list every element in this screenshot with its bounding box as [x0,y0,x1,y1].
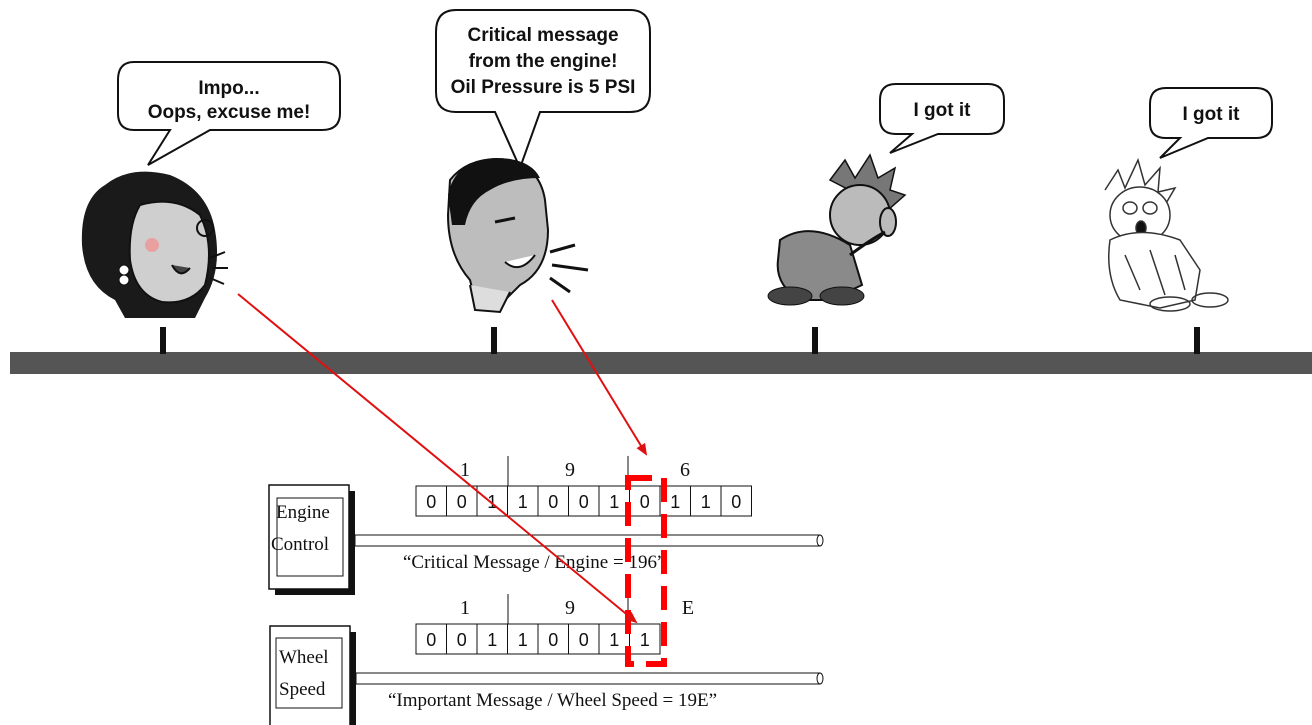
wheel-nibble-2: 9 [565,597,575,619]
listener1-illustration [767,153,907,306]
wheel-bit-cell [598,623,630,655]
wheel-bit-value: 0 [457,630,467,650]
wheel-bit-cell [446,623,478,655]
engine-bit-value: 1 [701,492,711,512]
speech-bubble-man: Critical message from the engine! Oil Pr… [435,9,651,171]
engine-bit-value: 0 [426,492,436,512]
engine-bit-cell [720,485,752,517]
wheel-nibble-3: E [682,597,694,619]
listener2-illustration [1104,157,1229,312]
engine-wire [354,534,824,547]
can-bus [10,352,1312,374]
wheel-bit-value: 1 [640,630,650,650]
engine-bit-value: 1 [609,492,619,512]
wheel-speed-node: Wheel Speed [269,625,356,725]
engine-bit-cell [568,485,600,517]
engine-bit-value: 0 [640,492,650,512]
bubble-listener2-text: I got it [1183,104,1241,125]
wheel-bit-value: 1 [487,630,497,650]
engine-bit-value: 1 [487,492,497,512]
wheel-box-label-2: Speed [279,679,326,700]
engine-bit-value: 0 [579,492,589,512]
engine-bit-cell [446,485,478,517]
wheel-bit-cell [507,623,539,655]
wheel-bit-value: 0 [579,630,589,650]
engine-nibble-1: 1 [460,459,470,481]
wheel-bit-cell [476,623,508,655]
wheel-bit-value: 0 [548,630,558,650]
bus-tap-woman [160,327,166,354]
wheel-box-label-1: Wheel [279,647,329,668]
bus-tap-listener2 [1194,327,1200,354]
engine-bit-cell [598,485,630,517]
engine-nibble-2: 9 [565,459,575,481]
engine-bit-cell [537,485,569,517]
engine-bit-cell [690,485,722,517]
engine-box-label-1: Engine [276,502,330,523]
engine-nibble-3: 6 [680,459,690,481]
wheel-message: “Important Message / Wheel Speed = 19E” [388,690,717,711]
engine-message: “Critical Message / Engine = 196” [403,552,665,573]
engine-box-label-2: Control [271,534,329,555]
speech-bubble-listener1: I got it [879,83,1005,154]
bubble-man-line1: Critical message [467,25,618,46]
engine-bit-value: 0 [731,492,741,512]
wheel-bit-cell [629,623,661,655]
bubble-man-line3: Oil Pressure is 5 PSI [451,77,636,98]
engine-bit-value: 0 [548,492,558,512]
speech-bubble-woman: Impo... Oops, excuse me! [117,61,341,166]
engine-bit-value: 0 [457,492,467,512]
wheel-bit-cell [415,623,447,655]
engine-control-node: Engine Control [268,484,355,595]
engine-bit-value: 1 [518,492,528,512]
arbitration-bit-highlight [625,475,667,667]
arrow-man-to-engine-bit [551,299,648,456]
arrow-woman-to-wheel-bit [237,293,638,624]
bubble-man-line2: from the engine! [469,51,618,72]
engine-bit-value: 1 [670,492,680,512]
wheel-wire [355,672,824,685]
bubble-listener1-text: I got it [914,100,972,121]
engine-bit-cell [415,485,447,517]
woman-speaker-illustration [81,171,228,318]
wheel-nibble-1: 1 [460,597,470,619]
speech-bubble-listener2: I got it [1149,87,1273,159]
wheel-bit-value: 1 [518,630,528,650]
wheel-bit-value: 0 [426,630,436,650]
man-speaker-illustration [446,158,589,314]
bus-tap-man [491,327,497,354]
bus-tap-listener1 [812,327,818,354]
bubble-woman-line2: Oops, excuse me! [148,102,311,123]
bubble-woman-line1: Impo... [198,78,259,99]
wheel-bit-value: 1 [609,630,619,650]
